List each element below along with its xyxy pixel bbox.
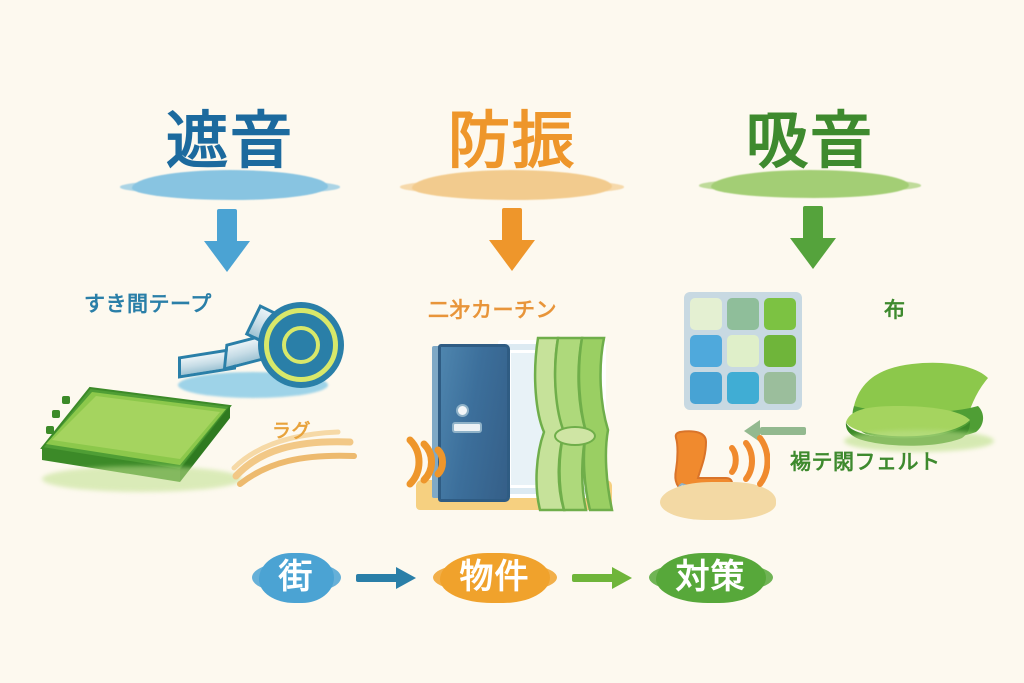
flow-step-machi[interactable]: 街 (251, 553, 341, 603)
door-edge (432, 346, 442, 498)
down-arrow-boushin (489, 208, 535, 272)
sound-wave-icon-slipper (729, 435, 770, 487)
label-rug: ラグ (272, 420, 312, 442)
tile-1 (727, 298, 759, 330)
tile-6 (690, 372, 722, 404)
jigsaw-floor-mat-icon (30, 378, 242, 502)
tile-4 (727, 335, 759, 367)
slipper-icon (660, 428, 780, 520)
tile-8 (764, 372, 796, 404)
swoosh-svg (231, 429, 357, 487)
column-heading-boushin: 防振 (382, 104, 642, 200)
brush-underline-boushin (400, 170, 624, 200)
mat-svg (40, 386, 232, 482)
flow-step-bukken[interactable]: 物件 (432, 553, 557, 603)
label-felt: 裼テ閖フェルト (790, 450, 941, 474)
heading-text-boushin: 防振 (447, 104, 576, 177)
felt-tile-grid-icon (684, 292, 802, 410)
sound-wave-icon-door (406, 436, 446, 488)
brush-underline-shaon (120, 170, 340, 200)
tile-2 (764, 298, 796, 330)
tile-5 (764, 335, 796, 367)
tile-3 (690, 335, 722, 367)
down-arrow-shaon (204, 209, 250, 273)
flow-step-taisaku[interactable]: 対策 (648, 553, 773, 603)
heading-text-kyuon: 吸音 (745, 104, 874, 177)
down-arrow-kyuon (790, 206, 836, 270)
left-arrow-icon (744, 420, 806, 442)
curtain-tie (554, 426, 596, 446)
folded-cloth-icon (820, 348, 1000, 462)
door-knob-icon (456, 404, 469, 417)
bottom-flow: 街 物件 対策 (0, 553, 1024, 603)
flow-arrow-2 (571, 567, 634, 589)
curtain-icon (533, 336, 614, 512)
tile-0 (690, 298, 722, 330)
brush-underline-kyuon (699, 170, 921, 198)
label-sukima-tape: すき間テープ (84, 292, 212, 316)
column-heading-kyuon: 吸音 (680, 104, 940, 198)
heading-text-shaon: 遮音 (165, 104, 294, 177)
tile-7 (727, 372, 759, 404)
column-heading-shaon: 遮音 (100, 104, 360, 200)
rug-swoosh-icon (230, 420, 360, 494)
label-cloth: 布 (884, 298, 906, 322)
door-handle-icon (452, 422, 482, 433)
label-double-curtain: 二㐧カーチン (428, 298, 557, 322)
flow-arrow-1 (355, 567, 418, 589)
